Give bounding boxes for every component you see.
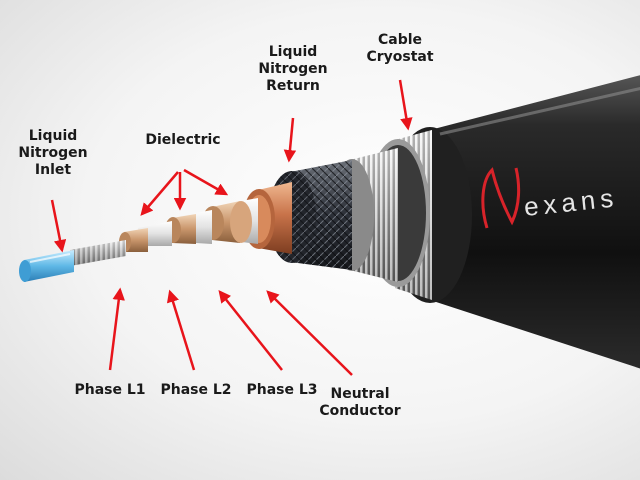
label-line: Neutral [330,386,390,402]
arrow-dielectric-right [183,168,229,196]
label-liquid-nitrogen-inlet: Liquid Nitrogen Inlet [18,128,88,179]
label-cable-cryostat: Cable Cryostat [362,32,438,66]
phase-l1-section [119,221,172,252]
arrow-phase-l2 [166,289,196,371]
annotation-arrows [50,79,413,376]
label-line: Nitrogen [18,145,88,161]
label-line: Dielectric [145,132,221,148]
label-line: Inlet [34,162,72,178]
label-line: Liquid [28,128,78,144]
label-line: Phase L2 [160,382,232,398]
label-line: Phase L1 [74,382,146,398]
arrow-neutral [266,290,353,376]
label-line: Liquid [268,44,318,60]
arrow-cryostat [398,79,413,131]
arrow-phase-l1 [108,287,125,371]
label-dielectric: Dielectric [138,132,228,149]
label-line: Cable [377,32,423,48]
former-tube [70,240,126,266]
arrow-dielectric-left [140,171,179,216]
label-phase-l1: Phase L1 [72,382,148,399]
label-neutral-conductor: Neutral Conductor [318,386,402,420]
label-liquid-nitrogen-return: Liquid Nitrogen Return [254,44,332,95]
label-line: Cryostat [366,49,434,65]
label-phase-l3: Phase L3 [244,382,320,399]
phase-l2-section [165,210,212,244]
label-line: Nitrogen [258,61,328,77]
arrow-inlet [50,199,67,253]
arrow-return [283,117,297,163]
label-phase-l2: Phase L2 [158,382,234,399]
label-line: Return [266,78,320,94]
label-line: Conductor [319,403,401,419]
liquid-nitrogen-core [19,250,74,282]
label-line: Phase L3 [246,382,318,398]
arrow-phase-l3 [218,290,283,371]
